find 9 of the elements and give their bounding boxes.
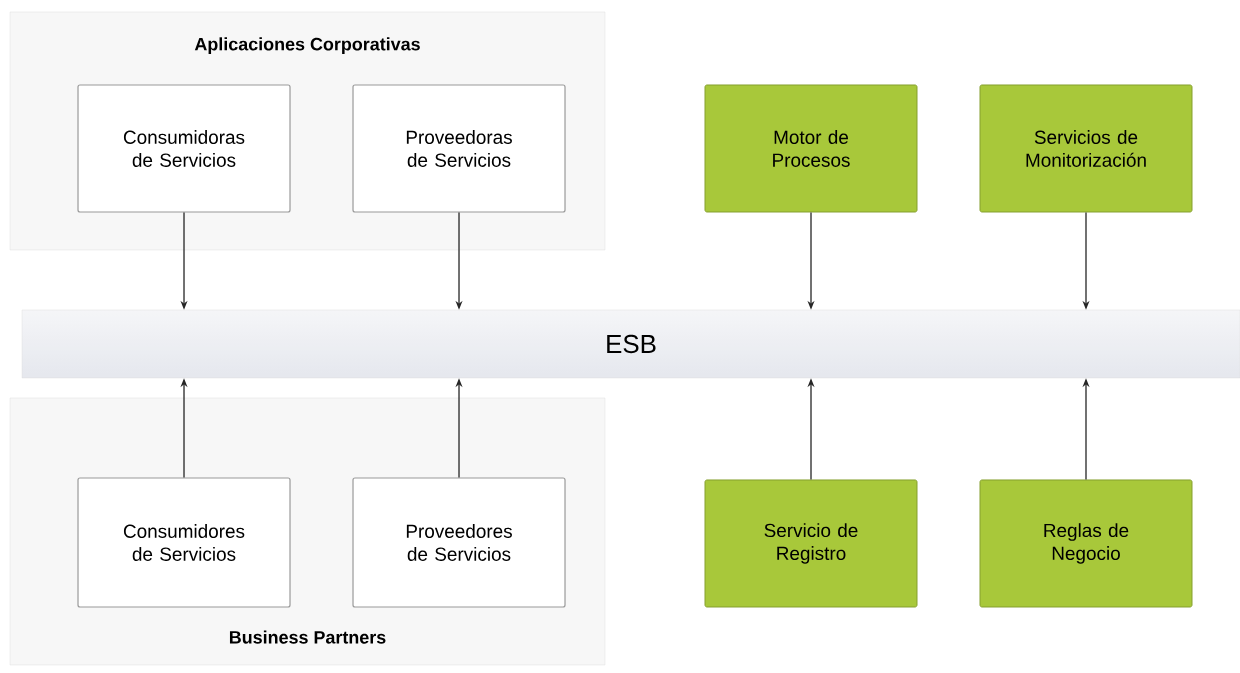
service-box: Reglas de Negocio (979, 479, 1193, 608)
service-box: Servicios de Monitorización (979, 84, 1193, 213)
service-box: Servicio de Registro (704, 479, 918, 608)
process-box: Consumidoras de Servicios (77, 84, 291, 213)
service-box: Motor de Procesos (704, 84, 918, 213)
process-box: Consumidores de Servicios (77, 477, 291, 608)
process-box: Proveedores de Servicios (352, 477, 566, 608)
bus-band: ESB (21, 309, 1240, 379)
process-box: Proveedoras de Servicios (352, 84, 566, 213)
